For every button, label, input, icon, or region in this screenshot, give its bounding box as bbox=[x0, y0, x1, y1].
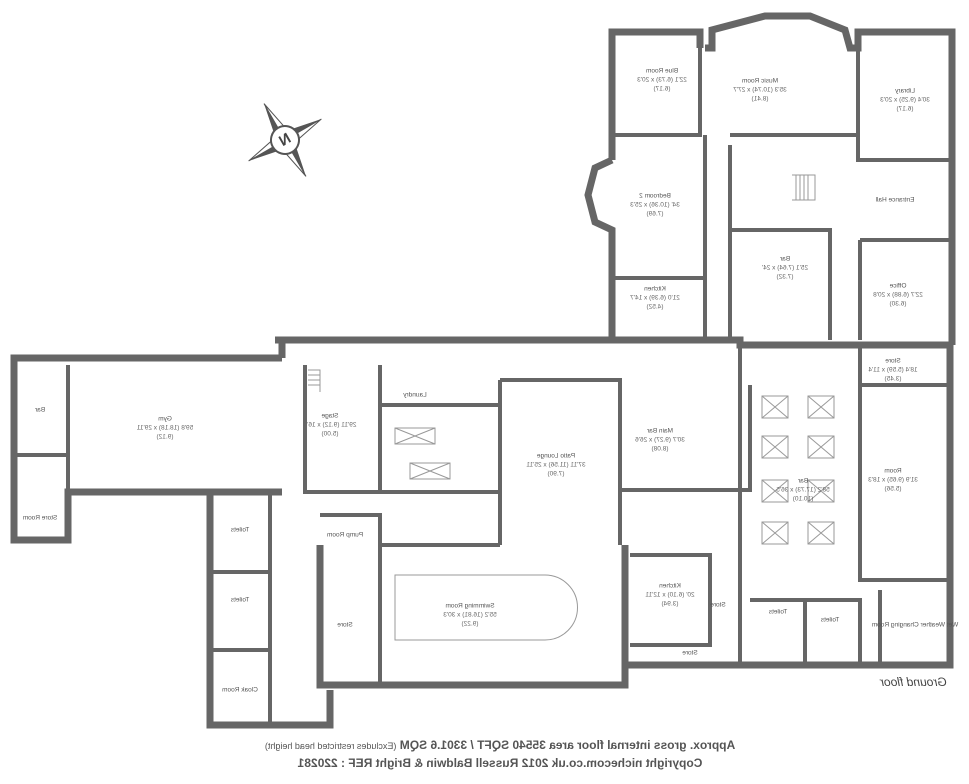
room-dimensions: 18'4 (5.59) x 11'4 (3.45) bbox=[868, 366, 918, 383]
room-dimensions: 34' (10.36) x 25'3 (7.69) bbox=[630, 201, 680, 218]
room-name: Patio Lounge bbox=[536, 452, 576, 460]
room-dimensions: 58'2 (17.73) x 36'5 (10.10) bbox=[776, 486, 830, 503]
room-dimensions: 22'1 (6.73) x 20'3 (6.17) bbox=[637, 76, 687, 93]
room-dimensions: 37'11 (11.56) x 25'11 (7.90) bbox=[526, 461, 586, 478]
room-name: Wet Weather Changing Room bbox=[871, 621, 959, 629]
swimming-pool bbox=[394, 574, 578, 641]
fixtures bbox=[308, 174, 835, 641]
room-name: Office bbox=[889, 282, 907, 290]
floor-label: Ground floor bbox=[880, 675, 947, 689]
skylights bbox=[394, 395, 835, 545]
room-name: Blue Room bbox=[645, 67, 679, 75]
outer-walls bbox=[10, 12, 956, 729]
room-dimensions: 20' (6.10) x 12'11 (3.94) bbox=[645, 591, 695, 608]
room-name: Store bbox=[885, 357, 901, 365]
room-label: Store Room bbox=[23, 514, 58, 523]
room-label: Store bbox=[710, 601, 726, 610]
room-label: Store bbox=[337, 621, 353, 630]
room-name: Laundry bbox=[403, 391, 427, 399]
copyright: Copyright nichecom.co.uk 2012 Russell Ba… bbox=[297, 756, 703, 770]
room-name: Room bbox=[884, 467, 902, 475]
room-name: Main Bar bbox=[647, 427, 674, 435]
room-label: Toilets bbox=[769, 608, 787, 617]
staircase bbox=[792, 174, 816, 201]
room-name: Kitchen bbox=[644, 285, 666, 293]
room-name: Store Room bbox=[22, 514, 58, 522]
room-label: Toilets bbox=[821, 616, 839, 625]
room-name: Music Room bbox=[741, 77, 779, 85]
room-dimensions: 30'4 (9.25) x 20'3 (6.17) bbox=[880, 96, 930, 113]
room-dimensions: 21'0 (6.39) x 14'7 (4.52) bbox=[630, 294, 680, 311]
room-name: Swimming Room bbox=[445, 602, 495, 610]
room-label: Cloak Room bbox=[222, 686, 258, 695]
room-name: Bar bbox=[779, 255, 791, 263]
room-name: Toilets bbox=[230, 526, 250, 534]
room-name: Stage bbox=[321, 412, 339, 420]
room-name: Store bbox=[710, 601, 726, 609]
room-dimensions: 31'9 (9.65) x 18'3 (5.56) bbox=[868, 476, 918, 493]
room-name: Store bbox=[682, 649, 698, 657]
room-name: Gym bbox=[158, 415, 172, 423]
room-name: Toilets bbox=[230, 596, 250, 604]
area-note: Approx. gross internal floor area 35540 … bbox=[230, 738, 770, 752]
room-label: Bar bbox=[35, 406, 45, 415]
room-name: Toilets bbox=[768, 608, 788, 616]
room-label: Entrance Hall bbox=[875, 196, 914, 205]
inner-walls bbox=[14, 48, 952, 725]
room-dimensions: 55'2 (16.81) x 30'3 (9.22) bbox=[443, 611, 497, 628]
room-name: Entrance Hall bbox=[875, 196, 915, 204]
compass bbox=[248, 103, 322, 177]
area-note-small: (Excludes restricted head height) bbox=[264, 741, 397, 751]
room-label: Laundry bbox=[403, 391, 427, 400]
room-dimensions: 29'11 (9.12) x 16'5 (5.00) bbox=[303, 421, 357, 438]
room-name: Toilets bbox=[820, 616, 840, 624]
room-name: Bar bbox=[34, 406, 46, 414]
room-name: Store bbox=[337, 621, 353, 629]
room-dimensions: 59'8 (18.18) x 29'11 (9.12) bbox=[136, 424, 194, 441]
room-name: Bar bbox=[797, 477, 809, 485]
stage-steps bbox=[308, 369, 321, 392]
room-name: Cloak Room bbox=[222, 686, 258, 694]
room-label: Toilets bbox=[231, 526, 249, 535]
room-dimensions: 25'1 (7.64) x 24' (7.32) bbox=[761, 264, 809, 281]
room-label: Toilets bbox=[231, 596, 249, 605]
room-dimensions: 30'7 (9.27) x 26'6 (8.08) bbox=[635, 436, 685, 453]
room-label: Wet Weather Changing Room bbox=[872, 621, 958, 630]
room-name: Bedroom 2 bbox=[639, 192, 671, 200]
room-name: Kitchen bbox=[659, 582, 681, 590]
room-dimensions: 22'7 (6.88) x 20'8 (6.30) bbox=[873, 291, 923, 308]
room-name: Library bbox=[895, 87, 915, 95]
room-name: Pump Room bbox=[326, 531, 364, 539]
area-note-main: Approx. gross internal floor area 35540 … bbox=[399, 738, 736, 752]
room-dimensions: 35'3 (10.74) x 27'7 (8.41) bbox=[733, 86, 787, 103]
room-label: Store bbox=[682, 649, 698, 658]
room-label: Pump Room bbox=[327, 531, 363, 540]
